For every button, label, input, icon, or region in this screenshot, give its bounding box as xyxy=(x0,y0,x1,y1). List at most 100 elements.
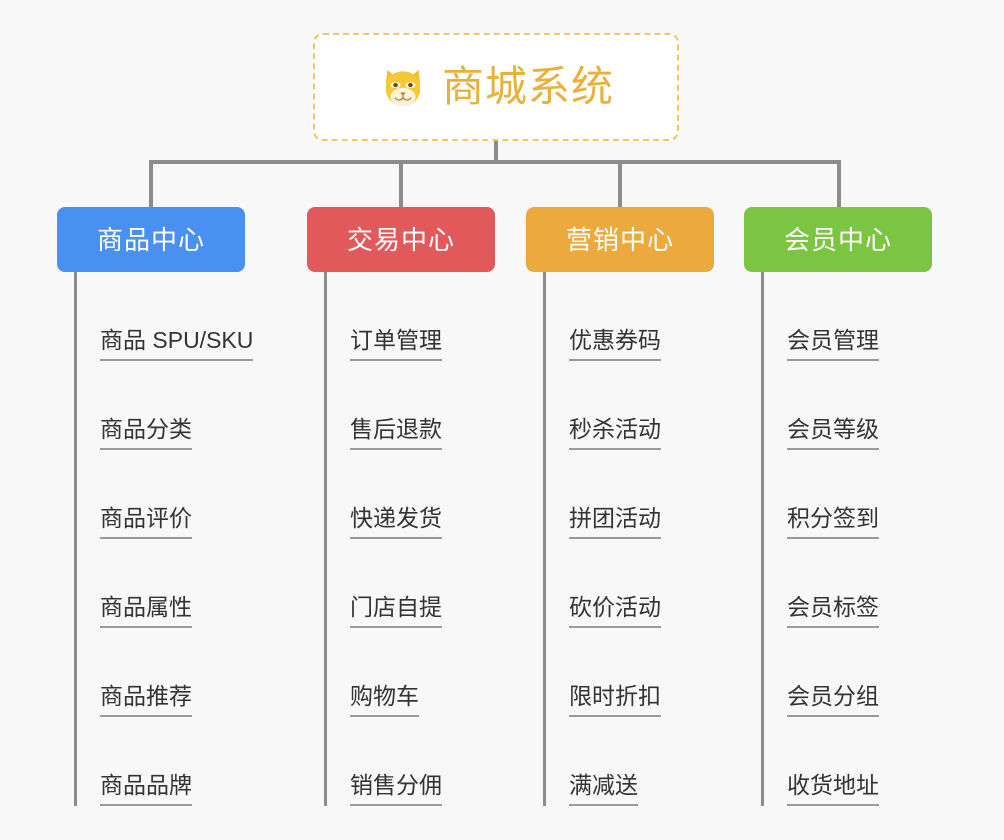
leaf-underline: 满减送 xyxy=(569,771,638,806)
category-header-0[interactable]: 商品中心 xyxy=(57,207,245,272)
category-items-0: 商品 SPU/SKU 商品分类商品评价商品属性商品推荐商品品牌 xyxy=(57,272,254,806)
connector-drop-1 xyxy=(149,160,153,208)
leaf-label: 快递发货 xyxy=(350,504,442,531)
category-column-1: 交易中心订单管理售后退款快递发货门店自提购物车销售分佣 xyxy=(307,207,495,806)
leaf-item[interactable]: 快递发货 xyxy=(324,450,495,539)
leaf-underline: 限时折扣 xyxy=(569,682,661,717)
connector-drop-4 xyxy=(837,160,841,208)
leaf-label: 会员分组 xyxy=(787,682,879,709)
leaf-label: 商品推荐 xyxy=(100,682,192,709)
leaf-underline: 销售分佣 xyxy=(350,771,442,806)
leaf-label: 优惠券码 xyxy=(569,326,661,353)
leaf-underline: 商品属性 xyxy=(100,593,192,628)
leaf-item[interactable]: 拼团活动 xyxy=(543,450,714,539)
leaf-label: 拼团活动 xyxy=(569,504,661,531)
leaf-label: 会员管理 xyxy=(787,326,879,353)
leaf-label: 售后退款 xyxy=(350,415,442,442)
root-node[interactable]: 商城系统 xyxy=(313,33,679,141)
leaf-label: 积分签到 xyxy=(787,504,879,531)
category-header-1[interactable]: 交易中心 xyxy=(307,207,495,272)
category-label: 会员中心 xyxy=(783,224,892,255)
category-label: 交易中心 xyxy=(346,224,455,255)
leaf-label: 满减送 xyxy=(569,771,638,798)
leaf-underline: 商品 SPU/SKU xyxy=(100,326,254,361)
leaf-item[interactable]: 销售分佣 xyxy=(324,717,495,806)
connector-spine-0 xyxy=(74,272,77,806)
category-label: 营销中心 xyxy=(565,224,674,255)
leaf-label: 收货地址 xyxy=(787,771,879,798)
leaf-underline: 会员分组 xyxy=(787,682,879,717)
category-header-2[interactable]: 营销中心 xyxy=(526,207,714,272)
leaf-item[interactable]: 会员管理 xyxy=(761,272,932,361)
connector-spine-3 xyxy=(761,272,764,806)
leaf-underline: 购物车 xyxy=(350,682,419,717)
leaf-underline: 商品品牌 xyxy=(100,771,192,806)
leaf-item[interactable]: 商品品牌 xyxy=(74,717,245,806)
leaf-item[interactable]: 收货地址 xyxy=(761,717,932,806)
leaf-item[interactable]: 售后退款 xyxy=(324,361,495,450)
leaf-underline: 商品分类 xyxy=(100,415,192,450)
leaf-item[interactable]: 购物车 xyxy=(324,628,495,717)
leaf-item[interactable]: 优惠券码 xyxy=(543,272,714,361)
leaf-item[interactable]: 砍价活动 xyxy=(543,539,714,628)
category-header-3[interactable]: 会员中心 xyxy=(744,207,932,272)
leaf-item[interactable]: 门店自提 xyxy=(324,539,495,628)
leaf-label: 限时折扣 xyxy=(569,682,661,709)
connector-root-stem xyxy=(494,141,498,163)
leaf-item[interactable]: 商品推荐 xyxy=(74,628,245,717)
leaf-item[interactable]: 商品 SPU/SKU xyxy=(74,272,254,361)
leaf-item[interactable]: 商品评价 xyxy=(74,450,245,539)
category-items-2: 优惠券码秒杀活动拼团活动砍价活动限时折扣满减送 xyxy=(526,272,714,806)
leaf-underline: 优惠券码 xyxy=(569,326,661,361)
connector-horizontal-bus xyxy=(149,160,841,164)
leaf-label: 会员标签 xyxy=(787,593,879,620)
connector-spine-1 xyxy=(324,272,327,806)
category-items-1: 订单管理售后退款快递发货门店自提购物车销售分佣 xyxy=(307,272,495,806)
root-title: 商城系统 xyxy=(441,63,614,110)
category-label: 商品中心 xyxy=(96,224,205,255)
leaf-underline: 商品推荐 xyxy=(100,682,192,717)
leaf-underline: 会员等级 xyxy=(787,415,879,450)
leaf-item[interactable]: 会员标签 xyxy=(761,539,932,628)
leaf-label: 商品品牌 xyxy=(100,771,192,798)
category-items-3: 会员管理会员等级积分签到会员标签会员分组收货地址 xyxy=(744,272,932,806)
leaf-underline: 快递发货 xyxy=(350,504,442,539)
leaf-item[interactable]: 限时折扣 xyxy=(543,628,714,717)
connector-drop-3 xyxy=(618,160,622,208)
leaf-item[interactable]: 秒杀活动 xyxy=(543,361,714,450)
leaf-label: 秒杀活动 xyxy=(569,415,661,442)
leaf-label: 购物车 xyxy=(350,682,419,709)
leaf-item[interactable]: 满减送 xyxy=(543,717,714,806)
connector-spine-2 xyxy=(543,272,546,806)
leaf-label: 商品属性 xyxy=(100,593,192,620)
leaf-item[interactable]: 会员等级 xyxy=(761,361,932,450)
leaf-underline: 会员管理 xyxy=(787,326,879,361)
leaf-underline: 收货地址 xyxy=(787,771,879,806)
category-column-2: 营销中心优惠券码秒杀活动拼团活动砍价活动限时折扣满减送 xyxy=(526,207,714,806)
connector-drop-2 xyxy=(399,160,403,208)
category-column-3: 会员中心会员管理会员等级积分签到会员标签会员分组收货地址 xyxy=(744,207,932,806)
leaf-underline: 积分签到 xyxy=(787,504,879,539)
leaf-label: 会员等级 xyxy=(787,415,879,442)
leaf-underline: 拼团活动 xyxy=(569,504,661,539)
leaf-underline: 售后退款 xyxy=(350,415,442,450)
leaf-item[interactable]: 会员分组 xyxy=(761,628,932,717)
leaf-label: 销售分佣 xyxy=(350,771,442,798)
leaf-underline: 秒杀活动 xyxy=(569,415,661,450)
leaf-label: 砍价活动 xyxy=(569,593,661,620)
root-node-content: 商城系统 xyxy=(378,62,614,112)
leaf-underline: 商品评价 xyxy=(100,505,192,539)
leaf-label: 商品 SPU/SKU xyxy=(100,326,254,353)
category-column-0: 商品中心商品 SPU/SKU 商品分类商品评价商品属性商品推荐商品品牌 xyxy=(57,207,254,806)
leaf-underline: 砍价活动 xyxy=(569,593,661,628)
leaf-item[interactable]: 商品属性 xyxy=(74,539,245,628)
leaf-underline: 订单管理 xyxy=(350,327,442,361)
leaf-label: 商品分类 xyxy=(100,415,192,442)
leaf-underline: 门店自提 xyxy=(350,593,442,628)
leaf-label: 门店自提 xyxy=(350,593,442,620)
leaf-item[interactable]: 订单管理 xyxy=(324,272,495,361)
leaf-item[interactable]: 积分签到 xyxy=(761,450,932,539)
leaf-underline: 会员标签 xyxy=(787,593,879,628)
leaf-item[interactable]: 商品分类 xyxy=(74,361,245,450)
